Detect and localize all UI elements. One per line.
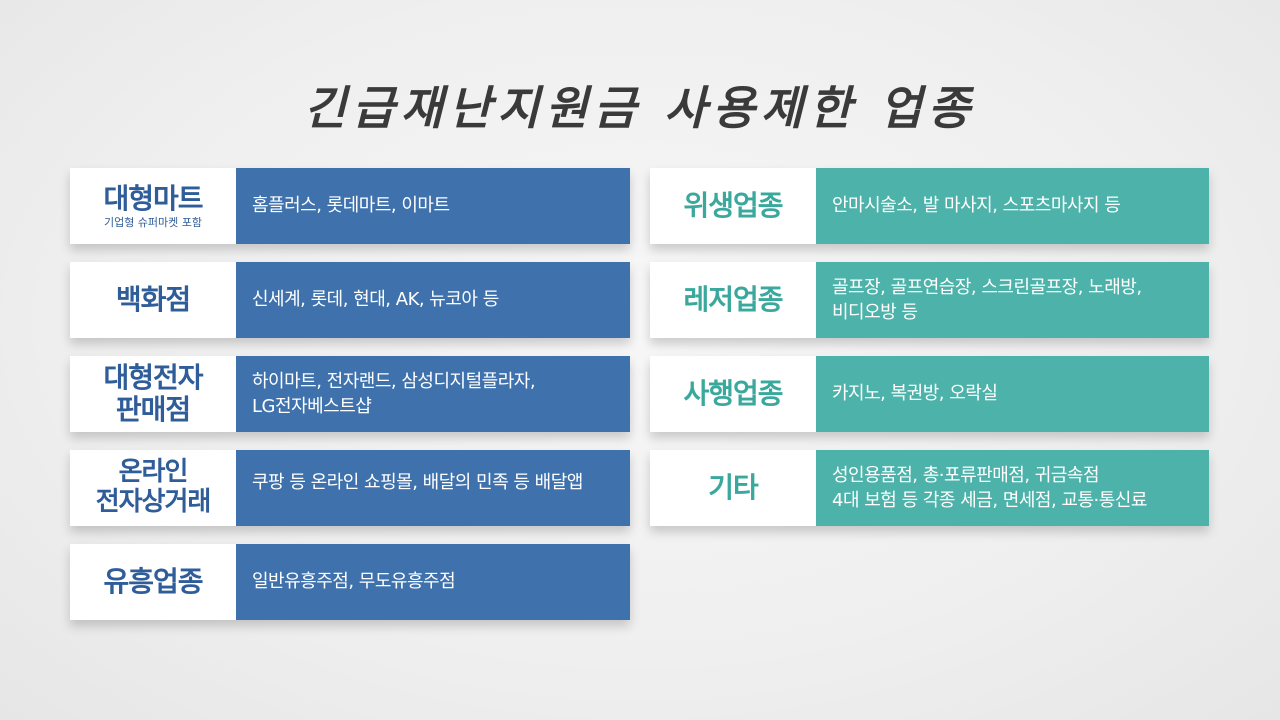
category-label: 온라인 전자상거래 xyxy=(70,450,236,526)
category-examples: 골프장, 골프연습장, 스크린골프장, 노래방, 비디오방 등 xyxy=(816,262,1209,338)
category-name: 기타 xyxy=(708,470,759,504)
category-card-others: 기타 성인용품점, 총·포류판매점, 귀금속점 4대 보험 등 각종 세금, 면… xyxy=(650,450,1209,526)
category-label: 유흥업종 xyxy=(70,544,236,620)
category-name: 대형전자 판매점 xyxy=(103,360,203,426)
category-name: 대형마트 xyxy=(103,181,203,215)
category-name: 유흥업종 xyxy=(103,564,203,598)
category-examples: 카지노, 복권방, 오락실 xyxy=(816,356,1209,432)
category-label: 레저업종 xyxy=(650,262,816,338)
category-card-hygiene: 위생업종 안마시술소, 발 마사지, 스포츠마사지 등 xyxy=(650,168,1209,244)
category-examples: 신세계, 롯데, 현대, AK, 뉴코아 등 xyxy=(236,262,630,338)
category-label: 위생업종 xyxy=(650,168,816,244)
category-label: 백화점 xyxy=(70,262,236,338)
category-card-entertainment: 유흥업종 일반유흥주점, 무도유흥주점 xyxy=(70,544,630,620)
category-examples: 성인용품점, 총·포류판매점, 귀금속점 4대 보험 등 각종 세금, 면세점,… xyxy=(816,450,1209,526)
category-card-online-commerce: 온라인 전자상거래 쿠팡 등 온라인 쇼핑몰, 배달의 민족 등 배달앱 xyxy=(70,450,630,526)
category-label: 기타 xyxy=(650,450,816,526)
category-examples: 하이마트, 전자랜드, 삼성디지털플라자, LG전자베스트샵 xyxy=(236,356,630,432)
category-name: 온라인 전자상거래 xyxy=(95,457,212,517)
category-examples: 안마시술소, 발 마사지, 스포츠마사지 등 xyxy=(816,168,1209,244)
category-examples: 홈플러스, 롯데마트, 이마트 xyxy=(236,168,630,244)
category-card-electronics-store: 대형전자 판매점 하이마트, 전자랜드, 삼성디지털플라자, LG전자베스트샵 xyxy=(70,356,630,432)
category-note: 기업형 슈퍼마켓 포함 xyxy=(103,215,203,229)
page-title: 긴급재난지원금 사용제한 업종 xyxy=(303,81,977,135)
category-examples: 일반유흥주점, 무도유흥주점 xyxy=(236,544,630,620)
category-label: 사행업종 xyxy=(650,356,816,432)
category-name: 사행업종 xyxy=(683,376,783,410)
category-card-gambling: 사행업종 카지노, 복권방, 오락실 xyxy=(650,356,1209,432)
category-card-hypermarket: 대형마트 기업형 슈퍼마켓 포함 홈플러스, 롯데마트, 이마트 xyxy=(70,168,630,244)
category-label: 대형마트 기업형 슈퍼마켓 포함 xyxy=(70,168,236,244)
category-examples: 쿠팡 등 온라인 쇼핑몰, 배달의 민족 등 배달앱 xyxy=(236,450,630,526)
category-card-leisure: 레저업종 골프장, 골프연습장, 스크린골프장, 노래방, 비디오방 등 xyxy=(650,262,1209,338)
category-name: 레저업종 xyxy=(683,282,783,316)
category-label: 대형전자 판매점 xyxy=(70,356,236,432)
category-name: 위생업종 xyxy=(683,188,783,222)
category-card-department-store: 백화점 신세계, 롯데, 현대, AK, 뉴코아 등 xyxy=(70,262,630,338)
category-name: 백화점 xyxy=(115,282,191,316)
